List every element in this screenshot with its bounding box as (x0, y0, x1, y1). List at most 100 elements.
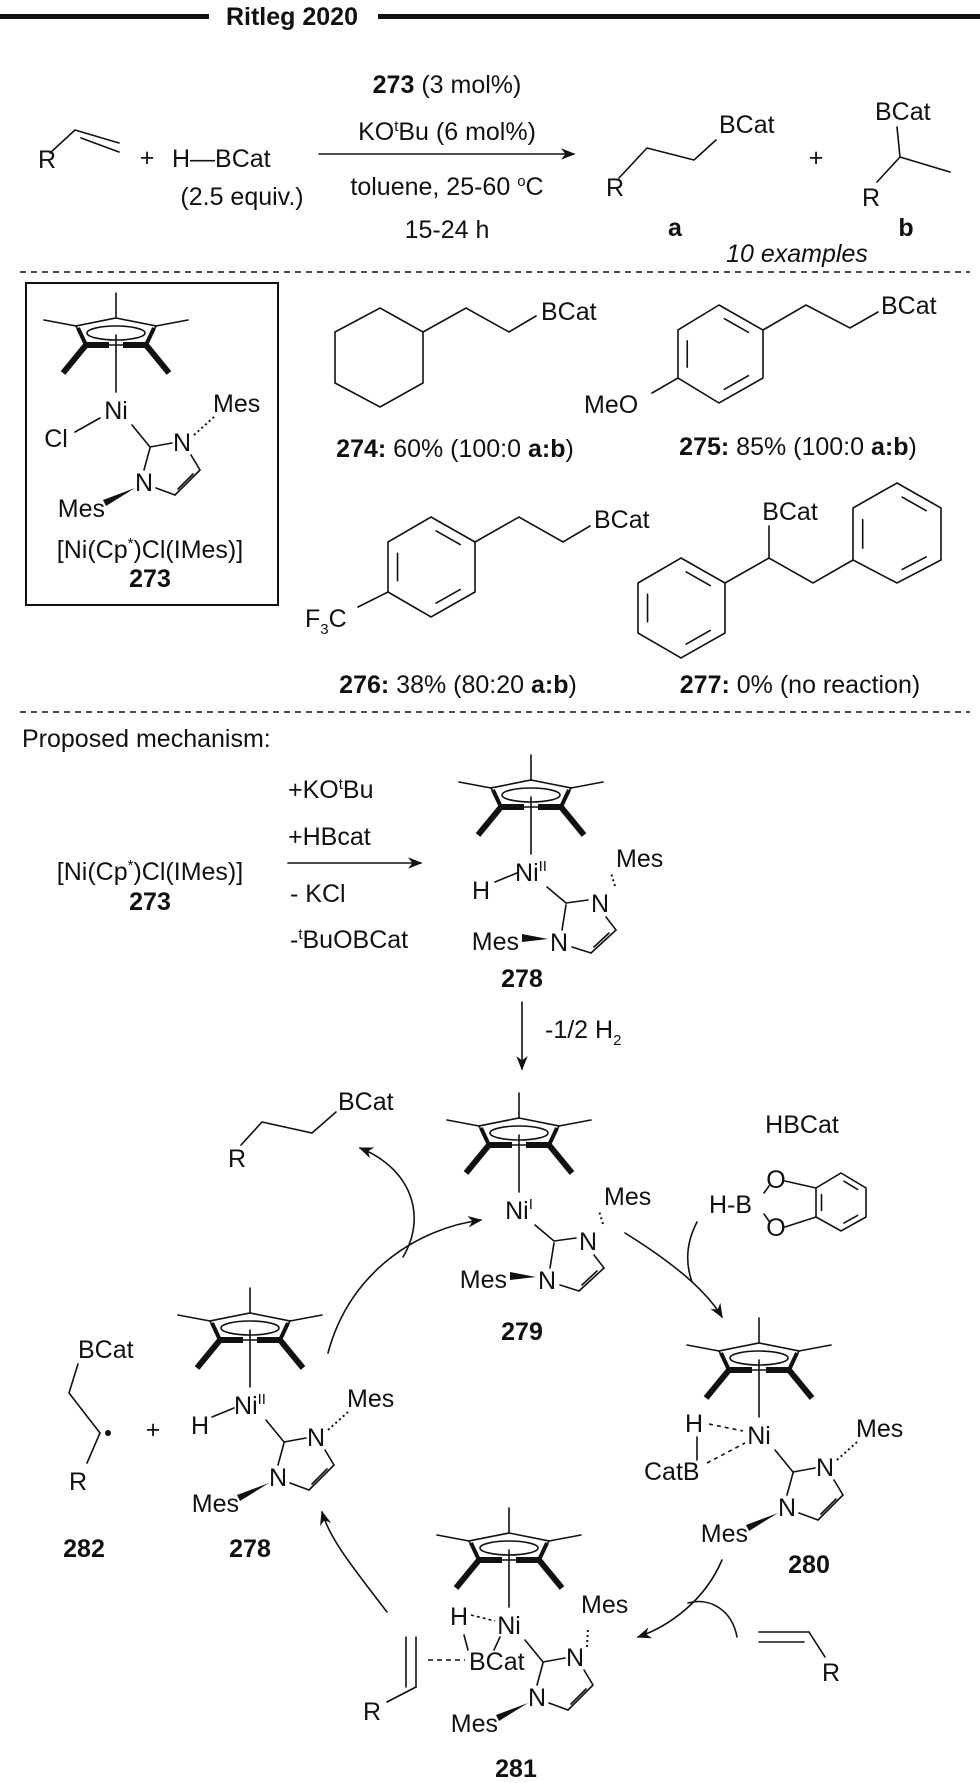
benzene-ring-277-right-double-bond (901, 496, 927, 512)
bcat-label: BCat (762, 498, 818, 526)
hbcat-structure: HBCat H-B O O (709, 1111, 839, 1242)
product-a-bcat: BCat (719, 111, 775, 139)
product-a-label: a (668, 214, 683, 242)
bcat-label: BCat (881, 292, 937, 320)
compound-282-label: 282 (63, 1535, 105, 1563)
benzene-ring-277-left-double-bond (685, 571, 712, 587)
ni-label: Ni (497, 1612, 521, 1640)
ni-label: NiII (234, 1391, 266, 1420)
nitrogen-label: N (269, 1464, 287, 1492)
hydride-label: H (472, 877, 490, 905)
nitrogen-label: N (591, 890, 609, 918)
catb-label: CatB (644, 1458, 700, 1486)
h-b-label: H-B (709, 1191, 752, 1219)
benzene-ring-275 (677, 304, 764, 404)
compound-278-label: 278 (501, 965, 543, 993)
radical-r: R (69, 1468, 87, 1496)
nitrogen-label: N (135, 469, 153, 497)
plus-sign: + (809, 144, 824, 172)
examples-count: 10 examples (726, 240, 868, 268)
hydride-label: H (450, 1603, 468, 1631)
nitrogen-label: N (173, 429, 191, 457)
compound-281-label: 281 (495, 1755, 537, 1783)
catechol-ring-double-bond (843, 1180, 859, 1191)
radical-bcat: BCat (78, 1336, 134, 1364)
mes-label: Mes (460, 1266, 507, 1294)
hbcat-label: HBCat (765, 1111, 839, 1139)
substrate-274: BCat 274: 60% (100:0 a:b) (336, 298, 596, 463)
product-b-bond (876, 156, 901, 183)
catalyst-frame (25, 282, 279, 606)
cl-label: Cl (44, 425, 68, 453)
mes-label: Mes (581, 1591, 628, 1619)
benzene-ring-276 (387, 516, 476, 618)
oxygen-label: O (766, 1166, 785, 1194)
benzene-ring-275-double-bond (723, 374, 750, 391)
general-reaction: R + H—BCat (2.5 equiv.) 273 (3 mol%) KOt… (38, 71, 951, 268)
header: Ritleg 2020 (0, 3, 980, 31)
methoxy-label: MeO (584, 391, 638, 419)
hbcat-reagent: H—BCat (172, 145, 271, 173)
product-a-r: R (606, 174, 624, 202)
alkene-bond (49, 129, 120, 154)
product-r: R (228, 1145, 246, 1173)
nitrogen-label: N (550, 929, 568, 957)
alkene-r: R (38, 146, 56, 174)
product-b-r: R (862, 184, 880, 212)
compound-278-label: 278 (229, 1535, 271, 1563)
solvent-condition: toluene, 25-60 oC (350, 173, 543, 201)
catalyst-number: 273 (129, 565, 171, 593)
catechol-ring-double-bond (843, 1214, 859, 1224)
complex-280: N N Mes Mes Ni H CatB (644, 1318, 903, 1548)
yield-label: 276: 38% (80:20 a:b) (339, 671, 577, 699)
catalyst-273-box: N N Mes Mes Ni Cl [Ni(Cp*)Cl(IMes)] 273 (25, 282, 279, 606)
h2-loss-label: -1/2 H2 (545, 1016, 621, 1049)
nitrogen-label: N (307, 1424, 325, 1452)
start-complex-number: 273 (129, 888, 171, 916)
mes-label: Mes (451, 1710, 498, 1738)
arrow-279-to-280 (624, 1232, 723, 1319)
product-b-bcat: BCat (875, 98, 931, 126)
hbcat-equiv: (2.5 equiv.) (180, 183, 303, 211)
complex-278-top: N N Mes Mes NiII H (459, 755, 663, 957)
benzene-ring-276-double-bond (435, 588, 462, 604)
ni-label: Ni (104, 397, 128, 425)
nitrogen-label: N (579, 1228, 597, 1256)
benzene-ring-277-right-double-bond (901, 556, 927, 571)
reagent-hbcat: +HBcat (288, 823, 371, 851)
mes-label: Mes (472, 928, 519, 956)
header-rule-right (378, 14, 980, 19)
mechanism-title: Proposed mechanism: (22, 725, 271, 753)
ni-label: NiII (515, 858, 547, 887)
complex-281: N N Mes Mes Ni H BCat R (363, 1508, 628, 1738)
product-b-chain (896, 126, 951, 173)
mes-label: Mes (213, 390, 260, 418)
alkene-r: R (822, 1659, 840, 1687)
benzene-ring-277-right (852, 482, 942, 584)
arrow-278-to-279 (327, 1215, 483, 1354)
benzene-ring-276-double-bond (435, 530, 462, 546)
arrow-280-to-281 (636, 1559, 723, 1639)
yield-label: 274: 60% (100:0 a:b) (336, 435, 574, 463)
complex-279: N N Mes Mes NiI (447, 1093, 651, 1295)
catalyst-structure: N N Mes Mes Ni Cl (44, 293, 260, 523)
catechol-ring (815, 1172, 867, 1232)
benzene-ring-277-left-double-bond (685, 629, 712, 645)
start-complex-formula: [Ni(Cp*)Cl(IMes)] (57, 857, 243, 886)
incoming-alkene: R (758, 1631, 840, 1687)
substrate-277: BCat 277: 0% (no reaction) (680, 498, 920, 699)
nitrogen-label: N (566, 1644, 584, 1672)
mes-label: Mes (604, 1183, 651, 1211)
alkene-r: R (363, 1698, 381, 1726)
trifluoromethyl-label: F3C (305, 605, 347, 638)
plus-sign: + (140, 144, 155, 172)
ni-label: Ni (747, 1422, 771, 1450)
reagent-kotbu: +KOtBu (288, 776, 374, 804)
mes-label: Mes (856, 1415, 903, 1443)
arrow-product-release (358, 1147, 415, 1258)
arrow-hbcat-in (686, 1221, 698, 1283)
mes-label: Mes (701, 1520, 748, 1548)
compound-279-label: 279 (501, 1318, 543, 1346)
bcat-label: BCat (469, 1648, 525, 1676)
